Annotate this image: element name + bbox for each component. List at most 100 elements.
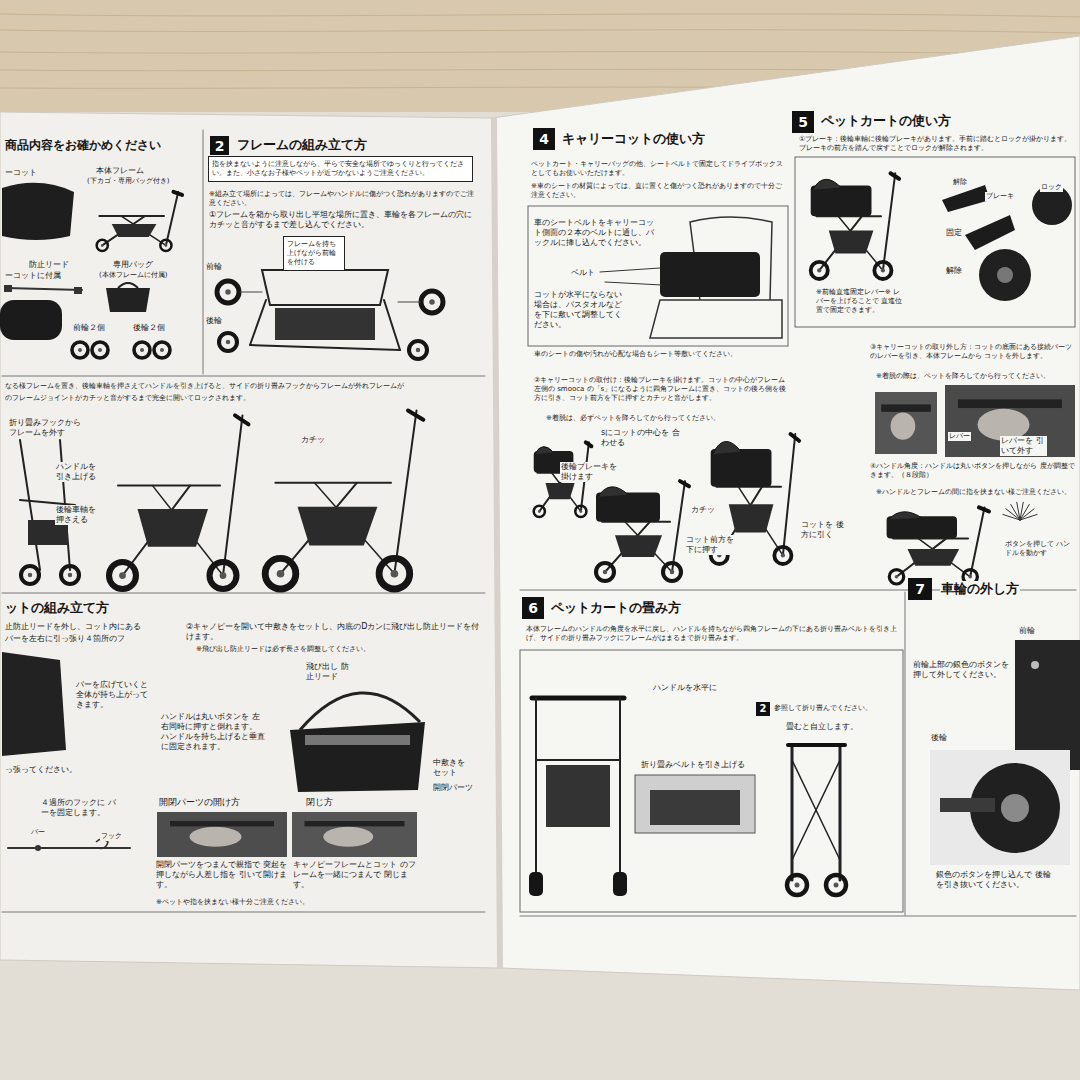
- basket-shape: [729, 504, 774, 532]
- wood-grain: [0, 30, 1080, 33]
- instruction-text: (下カゴ・専用バッグ付き): [86, 177, 170, 186]
- instruction-text: 本体フレームのハンドルの角度を水平に戻し、ハンドルを持ちながら四角フレームの下に…: [525, 625, 902, 643]
- frame-part: [881, 404, 931, 411]
- number-text: 7: [915, 582, 925, 596]
- frame-line: [600, 268, 660, 272]
- wheel-hub: [416, 348, 421, 353]
- wheel-tire: [160, 240, 171, 251]
- frame-line: [535, 698, 537, 878]
- frame-line: [792, 760, 840, 860]
- wheel-tire: [409, 341, 427, 359]
- wheel-icon: [154, 342, 170, 358]
- wheel-tire: [575, 506, 586, 517]
- frame-line: [166, 192, 178, 246]
- wheel-icon: [265, 558, 296, 589]
- clip-shape: [74, 287, 82, 294]
- frame-line: [408, 411, 423, 420]
- button-mark: [1031, 661, 1039, 669]
- frame-line: [979, 507, 989, 511]
- instruction-text: ①フレームを箱から取り出し平坦な場所に置き、車輪を各フレームの穴にカチッと音がす…: [208, 210, 475, 230]
- section-heading: ットの組み立て方: [4, 600, 110, 616]
- basket-shape: [615, 535, 662, 557]
- wheel-tire: [134, 342, 150, 358]
- basket-shape: [138, 509, 209, 547]
- frame-part: [958, 399, 1062, 408]
- instruction-text: 前輪: [205, 262, 223, 272]
- wheel-tire: [663, 563, 681, 581]
- instruction-text: 前輪上部の銀色のボタンを 押して外してください。: [912, 660, 1014, 680]
- figure-frame: [795, 157, 1075, 327]
- warning-box: 指を挟まないように注意しながら、平らで安全な場所でゆっくりと行ってください。また…: [208, 156, 473, 182]
- wheel-tire: [421, 291, 443, 313]
- wheel-hub: [220, 572, 227, 579]
- wheel-icon: [92, 342, 108, 358]
- hand-shape: [323, 827, 373, 847]
- wheel-hub: [795, 883, 800, 888]
- instruction-text: ③キャリーコットの取り外し方：コットの底面にある接続パーツのレバーを引き、本体フ…: [869, 343, 1076, 361]
- instruction-text: ※飛び出し防止リードは必ず長さを調整してください。: [195, 645, 371, 654]
- frame-line: [905, 592, 906, 915]
- wheel-icon: [787, 875, 807, 895]
- frame-line: [586, 442, 592, 446]
- photo-figure: [292, 812, 417, 857]
- wheel-tire: [97, 240, 108, 251]
- frame-line: [235, 415, 249, 424]
- wheel-hub: [997, 267, 1013, 283]
- instruction-text: ※ペットや指を挟まない様十分ご注意ください。: [155, 898, 310, 907]
- instruction-text: 折り畳みベルトを引き上げる: [640, 760, 746, 770]
- wheel-detail: [979, 249, 1031, 301]
- instruction-text: 車のシートの傷や汚れが心配な場合もシート等敷いてください。: [533, 350, 738, 359]
- wheel-front: [529, 872, 543, 896]
- carry-cot-shape: [2, 183, 74, 240]
- clip-shape: [4, 285, 12, 292]
- wheel-hub: [603, 570, 608, 575]
- wood-grain: [0, 14, 1080, 17]
- frame-line: [536, 759, 620, 761]
- instruction-text: 閉じ方: [305, 797, 334, 808]
- wheel-tire: [534, 506, 545, 517]
- frame-line: [970, 507, 984, 576]
- number-text: 4: [539, 132, 549, 146]
- instruction-text: 後輪ブレーキを 掛けます: [560, 462, 622, 482]
- wheel-hub: [538, 510, 541, 513]
- photo-frame: [292, 812, 417, 857]
- frame-line: [20, 440, 40, 570]
- instruction-text: 車のシートベルトをキャリーコット側面の２本のベルトに通し、バックルに挿し込んでく…: [533, 218, 655, 248]
- bag-shape: [106, 288, 150, 312]
- photo-figure: [157, 812, 287, 857]
- wheel-icon: [72, 342, 88, 358]
- frame-part: [305, 821, 405, 826]
- wheel-hub: [881, 268, 885, 272]
- instruction-text: ※着脱は、必ずペットを降ろしてから行ってください。: [545, 414, 721, 423]
- step-number: 4: [533, 128, 555, 150]
- stroller-illustration: [97, 192, 182, 251]
- callout-box: フレームを持ち上げながら前輪を付ける: [283, 236, 345, 271]
- instruction-text: sにコットの中心を 合わせる: [600, 428, 682, 448]
- wheel-icon: [160, 240, 171, 251]
- frame-line: [791, 434, 800, 441]
- bar-arrow: [39, 680, 41, 712]
- frame-line: [792, 760, 840, 860]
- instruction-text: レバー: [948, 432, 971, 441]
- wheel-hub: [391, 570, 399, 578]
- wheel-hub: [781, 553, 785, 557]
- step-number: 6: [522, 597, 544, 619]
- instruction-text: キャノピーフレームとコット のフレームを一緒につまんで 閉じます。: [292, 860, 424, 890]
- frame-outline: [262, 270, 388, 305]
- wheel-icon: [874, 262, 891, 279]
- canopy-shape: [889, 512, 922, 520]
- number-text: 6: [528, 601, 538, 615]
- wheel-tire: [787, 875, 807, 895]
- photo-frame: [875, 392, 937, 454]
- frame-line: [275, 482, 391, 484]
- wheel-icon: [61, 566, 79, 584]
- frame-line: [384, 300, 400, 350]
- instruction-text: 飛び出し 防止リード: [305, 662, 352, 682]
- frame-line: [788, 743, 845, 747]
- photo-figure: [875, 392, 937, 454]
- instruction-text: のフレームジョイントがカチッと音がするまで完全に開いてロックされます。: [4, 394, 251, 403]
- page-spine: [494, 118, 500, 968]
- frame-line: [783, 434, 795, 555]
- frame-line: [240, 292, 262, 293]
- instruction-text: ベルト: [570, 268, 596, 278]
